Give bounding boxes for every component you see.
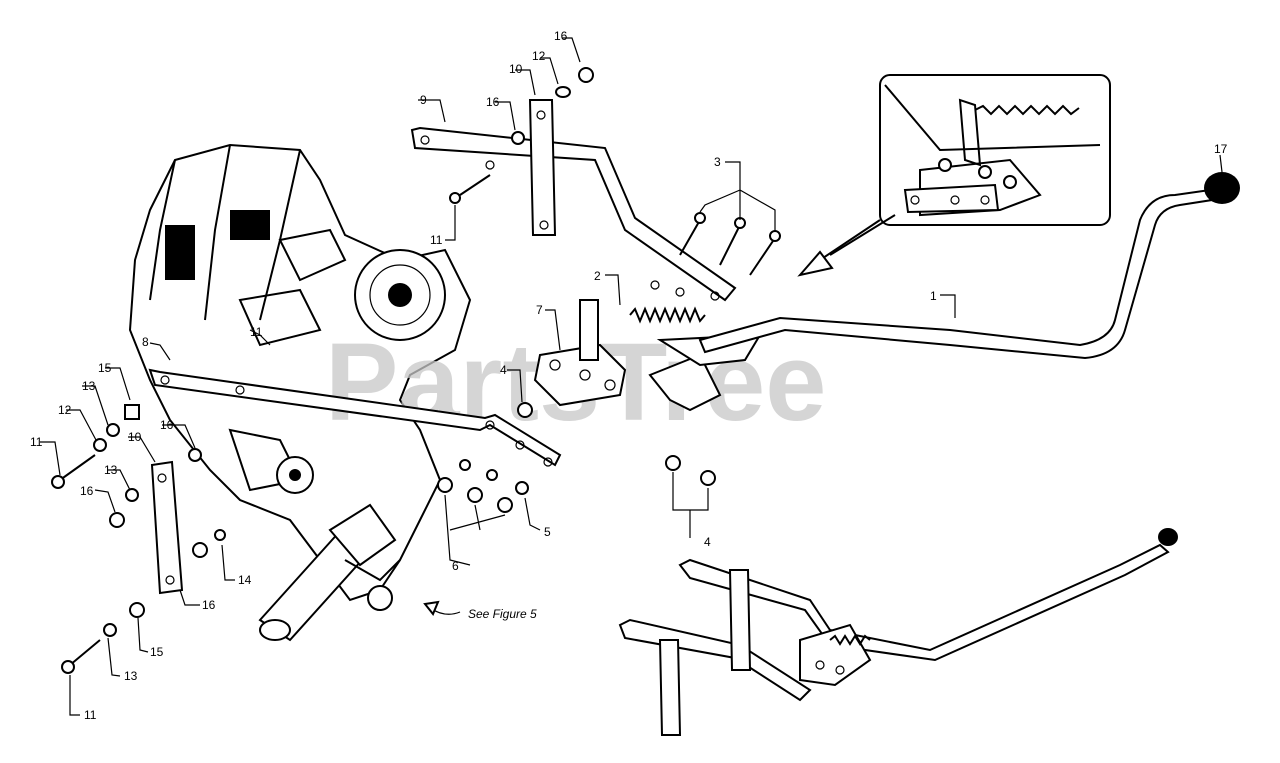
- bolt-11-upper: [449, 174, 491, 204]
- pivot-link: [533, 299, 627, 407]
- callout-1: 1: [930, 289, 937, 303]
- callout-11-mid: 11: [250, 325, 263, 339]
- assembled-view: [618, 528, 1178, 736]
- callout-9: 9: [420, 93, 427, 107]
- frame-bar-lower: [148, 368, 562, 467]
- spring: [629, 306, 706, 324]
- callout-14: 15: [98, 361, 112, 375]
- bolt-11-lower: [61, 639, 101, 674]
- callout-15-top: 16: [554, 29, 568, 43]
- callout-16-lower: 16: [202, 598, 216, 612]
- fasteners: [93, 67, 716, 637]
- link-upper: [528, 99, 557, 236]
- callout-12-left: 12: [58, 403, 72, 417]
- upper-bracket: [410, 126, 737, 302]
- see-figure-note: See Figure 5: [468, 607, 537, 621]
- leader-lines: [40, 37, 1223, 716]
- callout-4-upper: 4: [500, 363, 507, 377]
- callout-10-top: 10: [509, 62, 523, 76]
- callout-16-mid: 16: [160, 418, 174, 432]
- callout-3: 3: [714, 155, 721, 169]
- callout-12-lower: 13: [124, 669, 138, 683]
- inset-detail: [879, 74, 1111, 226]
- link-lower: [150, 460, 184, 595]
- callout-15-lower: 16: [80, 484, 94, 498]
- callout-13-lower: 15: [150, 645, 164, 659]
- bolt-11-left: [51, 454, 96, 489]
- callout-labels: 16 12 10 9 16 11 3 2 7 4 1 17 4 5 6 8 11…: [30, 29, 1228, 722]
- callout-8: 8: [142, 335, 149, 349]
- engine-block: [128, 143, 472, 642]
- callout-12-mid: 13: [104, 463, 118, 477]
- callout-11-upper: 11: [430, 233, 443, 247]
- bolts-3: [679, 212, 781, 276]
- shift-lever: [698, 172, 1240, 360]
- callout-11-left: 11: [30, 435, 43, 449]
- callout-17: 17: [1214, 142, 1228, 156]
- callout-5: 5: [544, 525, 551, 539]
- callout-13-top: 13: [82, 379, 96, 393]
- callout-2: 2: [594, 269, 601, 283]
- callout-12-top: 12: [532, 49, 546, 63]
- inset-arrow: [797, 214, 896, 277]
- callout-4-lower: 4: [704, 535, 711, 549]
- callout-6: 6: [452, 559, 459, 573]
- callout-7: 7: [536, 303, 543, 317]
- callout-11-lower: 11: [84, 708, 97, 722]
- callout-16-top: 16: [486, 95, 500, 109]
- callout-13-mid: 14: [238, 573, 252, 587]
- callout-10-lower: 10: [128, 430, 142, 444]
